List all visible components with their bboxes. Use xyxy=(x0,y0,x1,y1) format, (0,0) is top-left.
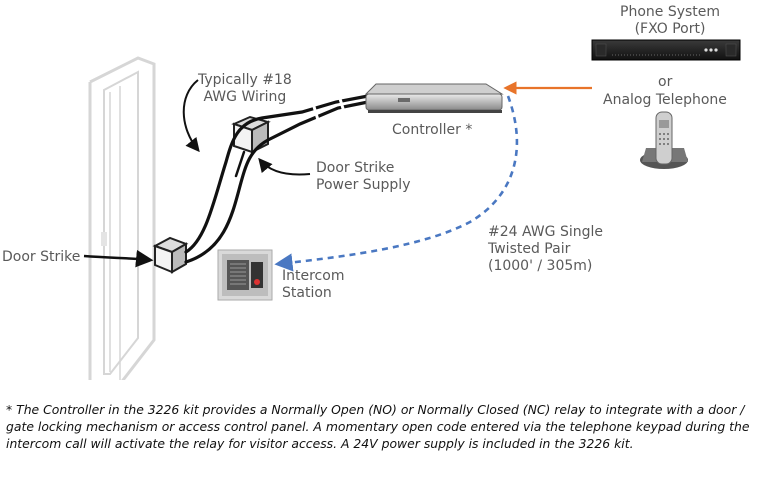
door-strike-label: Door Strike xyxy=(2,249,81,265)
door-illustration xyxy=(88,56,156,380)
controller-label: Controller * xyxy=(392,122,473,138)
footnote-text: * The Controller in the 3226 kit provide… xyxy=(6,402,750,451)
door-strike-callout-arrow xyxy=(83,249,154,268)
door-strike-device xyxy=(152,236,189,274)
or-label: or xyxy=(658,74,673,90)
awg18-callout-arrow xyxy=(182,79,200,153)
wiring-diagram xyxy=(83,39,741,380)
wire-break-marks xyxy=(310,91,346,121)
power-supply-callout-arrow xyxy=(258,157,311,176)
analog-telephone-label: Analog Telephone xyxy=(603,92,727,108)
analog-telephone-device xyxy=(640,111,688,169)
controller-device xyxy=(364,83,504,113)
intercom-station-device xyxy=(217,249,273,301)
phone-system-rack xyxy=(591,39,741,61)
twisted-pair-dashed-line xyxy=(274,95,519,272)
phone-system-label: Phone System(FXO Port) xyxy=(620,4,721,37)
awg18-wiring xyxy=(184,94,370,264)
